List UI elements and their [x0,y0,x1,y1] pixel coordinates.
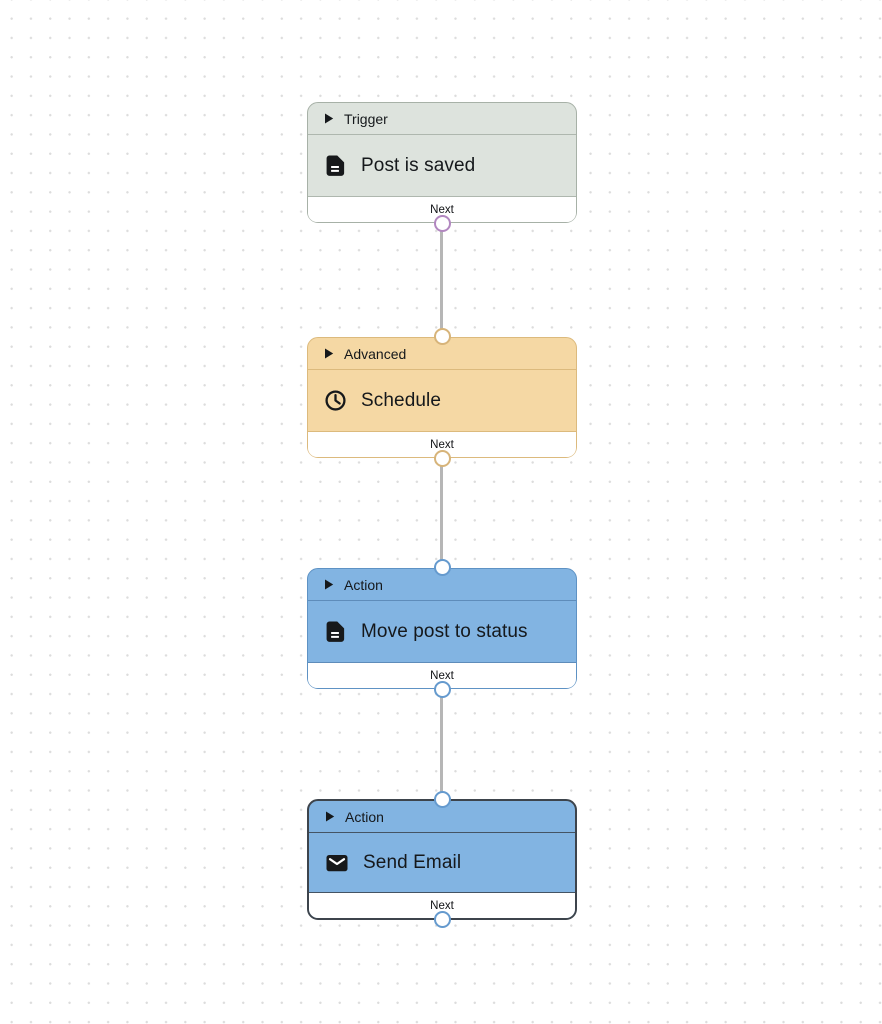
clock-icon [324,389,347,412]
node-header: Action [309,801,575,833]
node-trigger-post-is-saved[interactable]: Trigger Post is saved Next [307,102,577,232]
file-text-icon [324,154,347,177]
play-icon [325,811,335,822]
node-title: Post is saved [361,154,476,176]
edge-connector [440,223,443,337]
input-port[interactable] [433,559,451,576]
edge-connector [440,458,443,568]
node-body: Post is saved [308,135,576,196]
play-icon [324,348,334,359]
node-type-label: Action [345,808,384,825]
output-port[interactable] [433,681,451,698]
node-title: Move post to status [361,620,528,642]
node-header: Advanced [308,338,576,370]
node-type-label: Action [344,576,383,593]
output-port-label: Next [430,899,454,912]
output-port-label: Next [430,669,454,682]
output-port[interactable] [433,911,451,928]
output-port-label: Next [430,203,454,216]
node-body: Send Email [309,833,575,892]
play-icon [324,113,334,124]
node-action-move-post-to-status[interactable]: Action Move post to status Next [307,559,577,698]
node-advanced-schedule[interactable]: Advanced Schedule Next [307,328,577,467]
output-port[interactable] [433,450,451,467]
node-footer: Next [308,662,576,688]
node-header: Trigger [308,103,576,135]
output-port[interactable] [433,215,451,232]
input-port[interactable] [433,791,451,808]
node-title: Schedule [361,389,442,411]
node-body: Move post to status [308,601,576,662]
node-body: Schedule [308,370,576,431]
node-type-label: Trigger [344,110,388,127]
node-title: Send Email [363,851,462,873]
file-text-icon [324,620,347,643]
node-action-send-email[interactable]: Action Send Email Next [307,791,577,928]
edge-connector [440,689,443,799]
input-port[interactable] [433,328,451,345]
output-port-label: Next [430,438,454,451]
node-header: Action [308,569,576,601]
node-type-label: Advanced [344,345,407,362]
mail-icon [325,851,349,875]
play-icon [324,579,334,590]
